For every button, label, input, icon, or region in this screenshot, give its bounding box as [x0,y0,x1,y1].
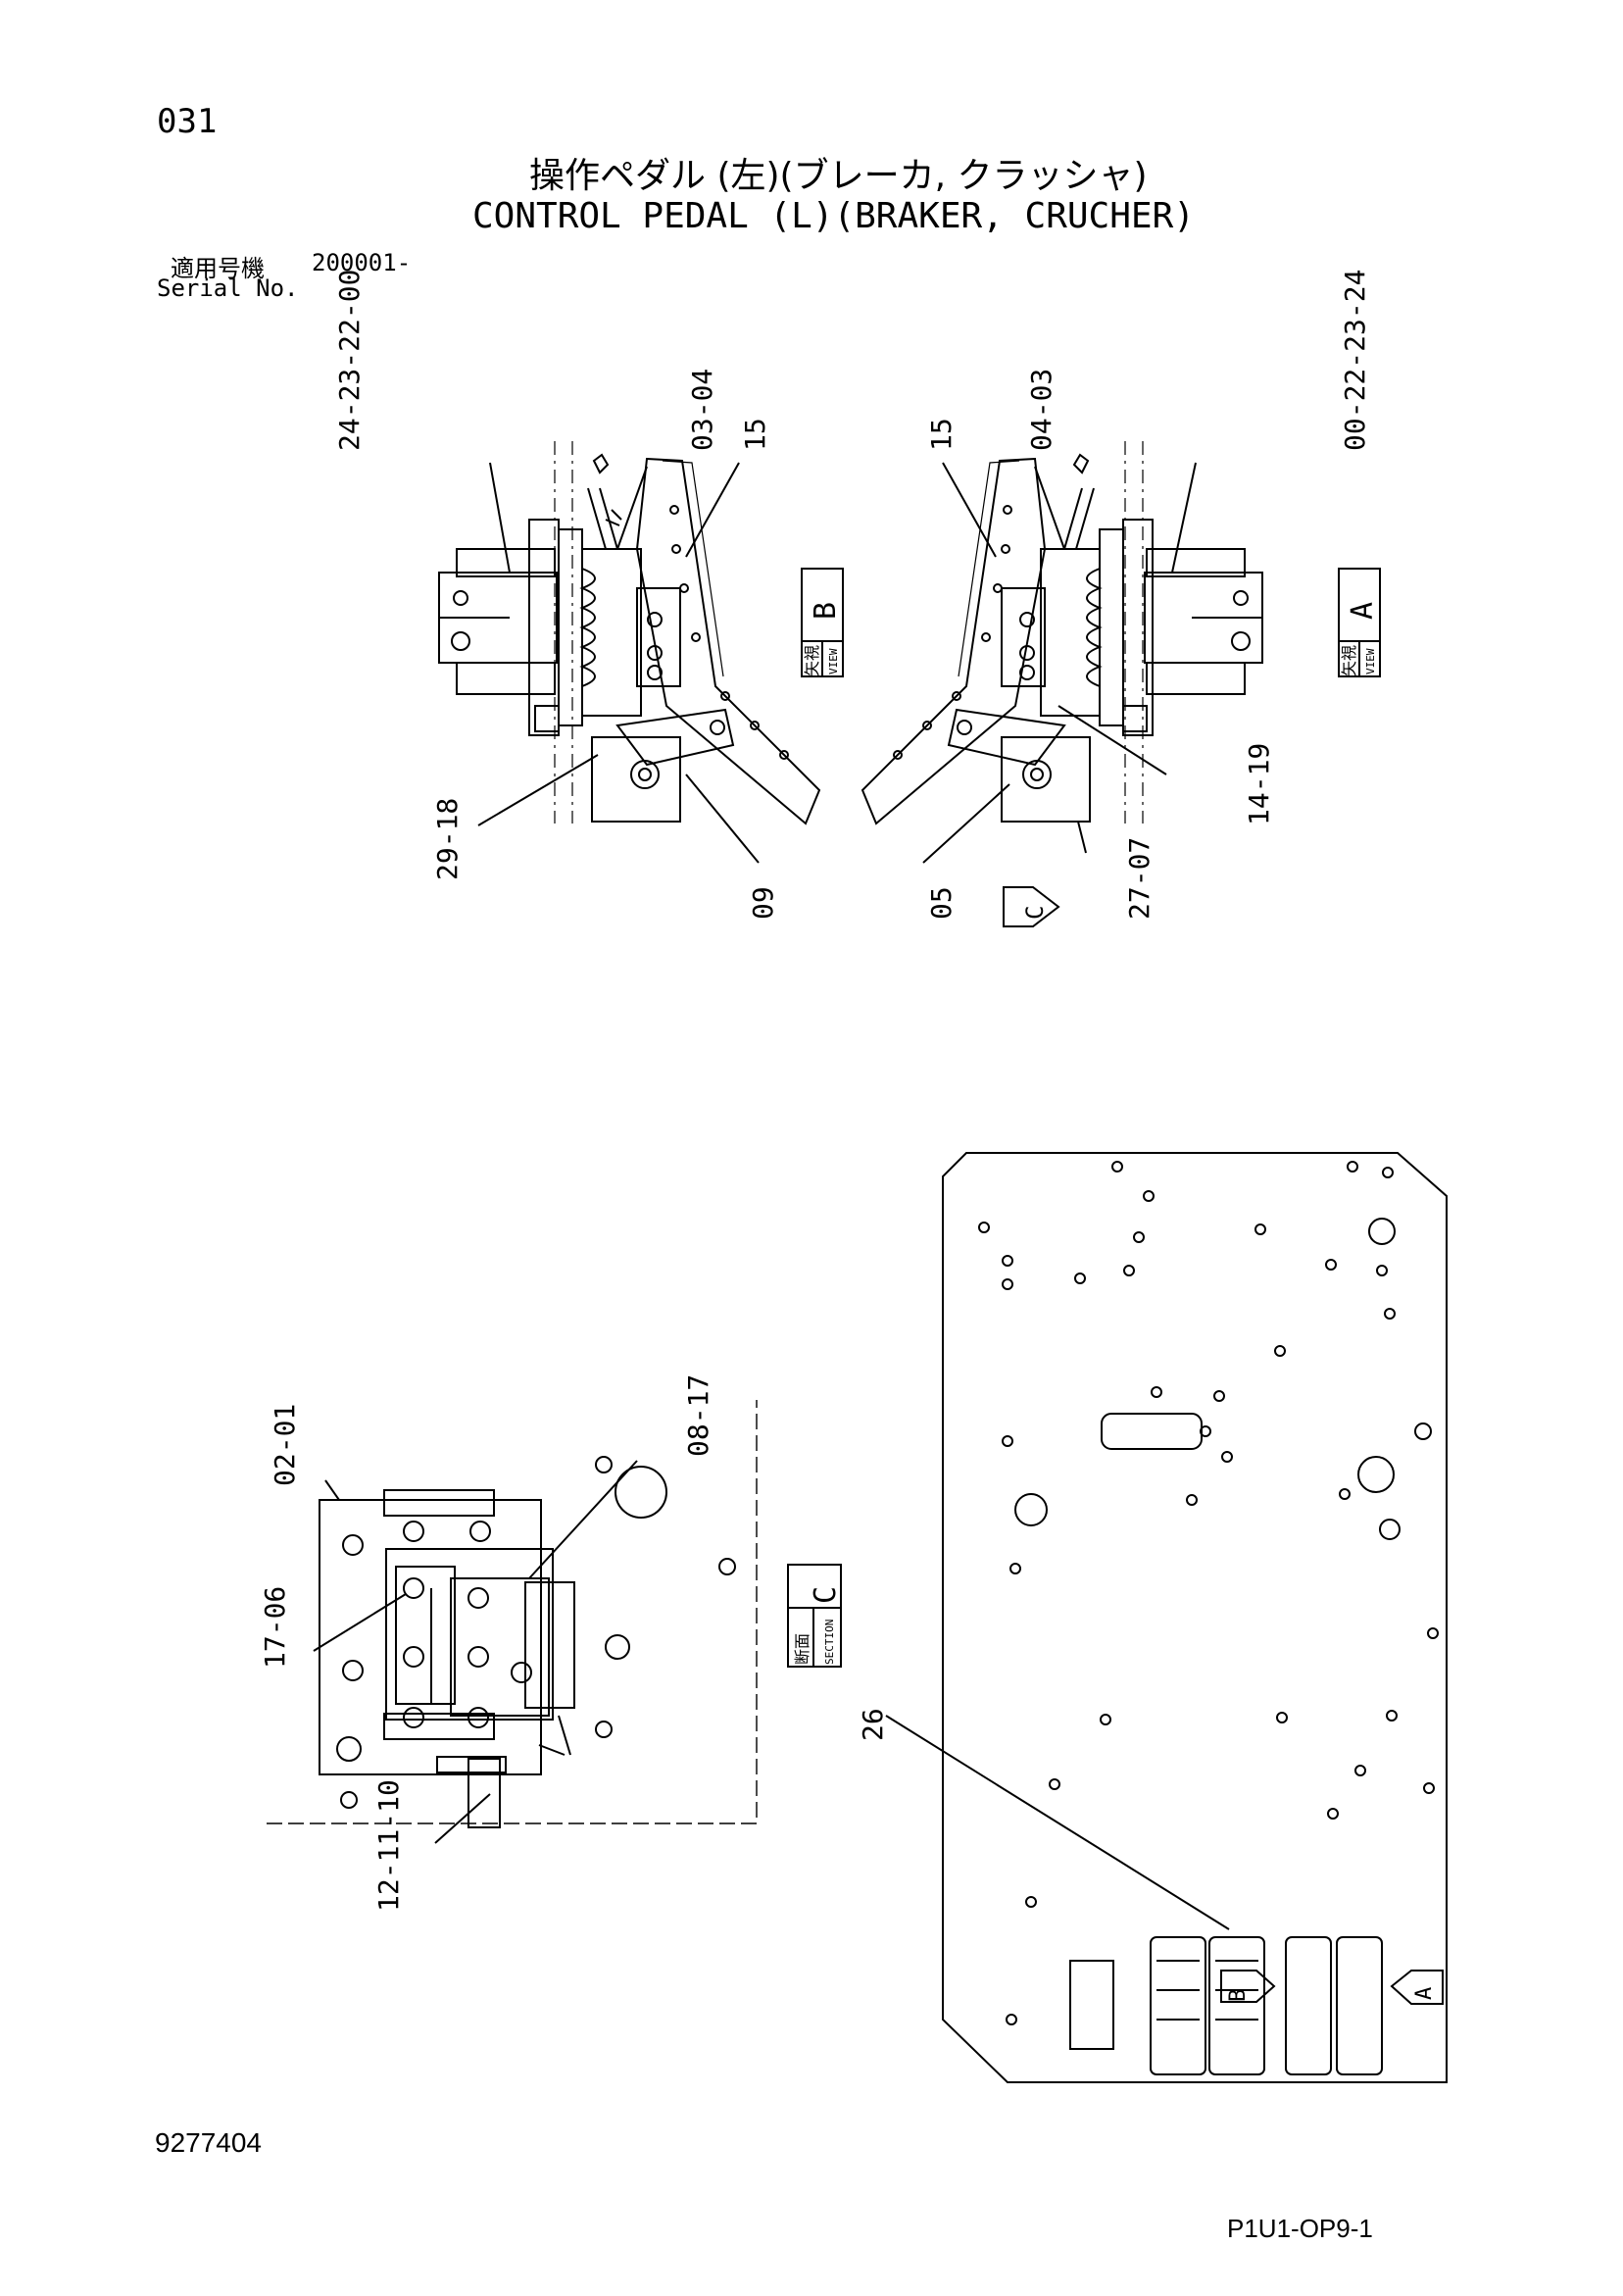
floor-plate [885,1152,1448,2083]
section-c-assembly [267,1400,842,1844]
callout-a-right-mid: 14-19 [1243,743,1275,825]
callout-c-left-mid: 17-06 [259,1586,291,1669]
callout-floor-26: 26 [857,1708,889,1741]
callout-b-top-left: 24-23-22-00 [333,270,366,451]
callout-a-top-right: 00-22-23-24 [1339,270,1371,451]
view-b-en: VIEW [827,648,840,674]
serial-value: 200001- [312,249,412,276]
view-a-jp: 矢視 [1340,645,1358,676]
callout-a-bottom-right: 27-07 [1123,837,1156,920]
callout-b-top-mid: 03-04 [686,369,718,451]
title-english: CONTROL PEDAL (L)(BRAKER, CRUCHER) [472,196,1195,236]
callout-b-bottom-left: 29-18 [431,798,464,880]
serial-label-japanese: 適用号機 [171,255,265,282]
callout-c-top-right: 08-17 [682,1374,714,1457]
serial-label-english: Serial No. [157,275,299,302]
section-c-en: SECTION [823,1620,836,1665]
floor-arrow-a-label: A [1412,1987,1437,2000]
view-b-letter: B [809,602,843,620]
callout-c-bottom: 12-11-10 [372,1779,405,1912]
section-c-jp: 断面 [793,1633,812,1665]
callout-b-top-right: 15 [739,418,771,451]
sheet-code: P1U1-OP9-1 [1227,2214,1373,2243]
view-a-assembly [861,441,1381,927]
callout-c-top-left: 02-01 [269,1404,301,1486]
drawing-number: 9277404 [155,2127,263,2158]
section-c-letter: C [809,1586,843,1604]
page-number: 031 [157,102,218,141]
view-b-assembly [438,441,844,864]
callout-a-bottom-left: 05 [925,886,958,920]
view-a-en: VIEW [1364,648,1377,674]
callout-a-top-left: 15 [925,418,958,451]
view-a-letter: A [1346,602,1380,620]
view-b-jp: 矢視 [803,645,821,676]
title-japanese: 操作ペダル (左)(ブレーカ, クラッシャ) [529,156,1148,196]
callout-a-top-mid: 04-03 [1025,369,1057,451]
arrow-c-label: C [1021,906,1049,920]
floor-arrow-b-label: B [1226,1989,1251,2002]
callout-b-bottom-mid: 09 [747,886,779,920]
